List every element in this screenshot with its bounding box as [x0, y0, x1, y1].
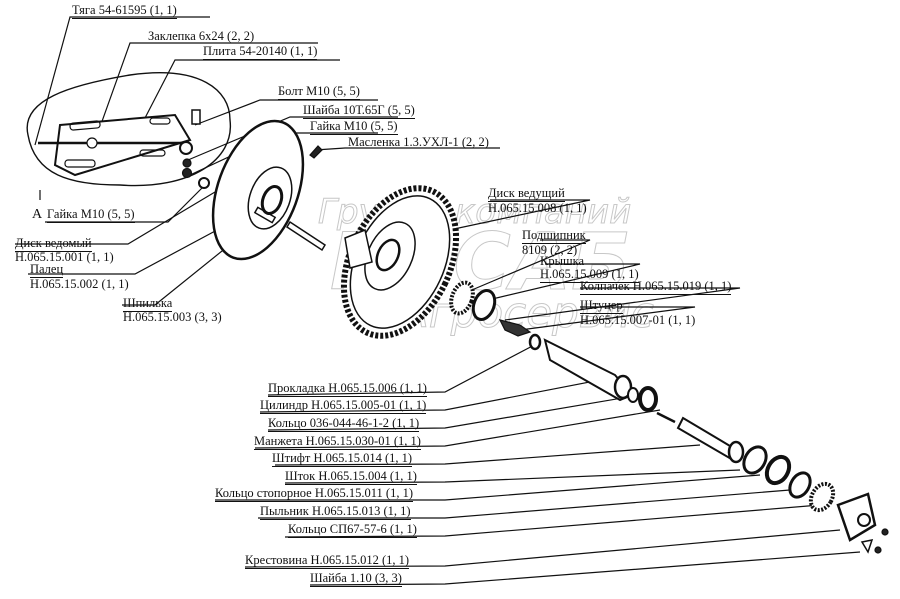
label-shtift: Штифт Н.065.15.014 (1, 1) — [272, 451, 413, 467]
label-palets-code: Н.065.15.002 (1, 1) — [30, 277, 129, 291]
label-koltso-1: Кольцо 036-044-46-1-2 (1, 1) — [268, 416, 420, 432]
bearing-icon — [449, 280, 475, 316]
cylinder-icon — [543, 338, 634, 402]
label-disk-vedomy-name: Диск ведомый — [15, 236, 92, 252]
label-tsilindr: Цилиндр Н.065.15.005-01 (1, 1) — [260, 398, 427, 414]
cover-icon — [471, 288, 497, 322]
label-prokladka: Прокладка Н.065.15.006 (1, 1) — [268, 381, 427, 397]
label-shtutser-code: Н.065.15.007-01 (1, 1) — [580, 313, 696, 327]
oiler-icon — [309, 145, 323, 159]
crosspiece-icon — [836, 492, 877, 542]
label-koltso-stopornoe: Кольцо стопорное Н.065.15.011 (1, 1) — [215, 486, 413, 502]
label-maslenka: Масленка 1.3.УХЛ-1 (2, 2) — [348, 135, 489, 149]
label-kryshka-name: Крышка — [540, 254, 585, 268]
label-shpilka-code: Н.065.15.003 (3, 3) — [123, 310, 222, 324]
label-koltso-sp: Кольцо СП67-57-6 (1, 1) — [288, 522, 417, 538]
label-podshipnik-code: 8109 (2, 2) — [522, 243, 578, 257]
label-shaiba-10t: Шайба 10Т.65Г (5, 5) — [303, 103, 415, 119]
linkage-assembly-outline — [26, 72, 231, 187]
circlip-icon — [742, 445, 768, 475]
label-shtok: Шток Н.065.15.004 (1, 1) — [285, 469, 417, 485]
label-podshipnik-name: Подшипник — [522, 228, 586, 244]
sp-ring-icon — [788, 471, 812, 499]
label-tyaga: Тяга 54-61595 (1, 1) — [72, 3, 177, 19]
seal-icon — [638, 386, 658, 412]
label-pylnik: Пыльник Н.065.15.013 (1, 1) — [260, 504, 411, 520]
label-krestovina: Крестовина Н.065.15.012 (1, 1) — [245, 553, 410, 569]
label-bolt: Болт М10 (5, 5) — [278, 84, 360, 100]
drive-sprocket-icon — [340, 185, 460, 339]
pin-icon — [656, 411, 676, 424]
label-disk-vedomy-code: Н.065.15.001 (1, 1) — [15, 250, 114, 264]
fitting-icon — [498, 319, 532, 337]
label-manzheta: Манжета Н.065.15.030-01 (1, 1) — [254, 434, 421, 450]
plate-icon — [53, 113, 192, 177]
leader-lines — [15, 16, 861, 586]
label-shtutser-name: Штуцер — [580, 298, 623, 314]
label-shaiba-110: Шайба 1.10 (3, 3) — [310, 571, 402, 587]
label-shpilka-name: Шпилька — [123, 296, 173, 312]
gasket-icon — [528, 333, 542, 351]
label-gaika-1: Гайка М10 (5, 5) — [310, 119, 398, 135]
label-palets-name: Палец — [30, 262, 64, 278]
label-zaklepka: Заклепка 6х24 (2, 2) — [148, 29, 255, 43]
view-marker: А — [32, 207, 43, 222]
driven-disc-icon — [211, 119, 305, 261]
bolt-icon — [191, 109, 201, 125]
stud-icon — [285, 220, 327, 252]
label-gaika-2: Гайка М10 (5, 5) — [47, 207, 135, 223]
dust-boot-icon — [764, 454, 792, 486]
ring-icon — [627, 387, 639, 403]
label-kolpachek: Колпачек Н.065.15.019 (1, 1) — [580, 279, 732, 295]
label-disk-vedushchy-code: Н.065.15.008 (1, 1) — [488, 201, 587, 215]
label-kryshka-code: Н.065.15.009 (1, 1) — [540, 267, 639, 283]
label-disk-vedushchy-name: Диск ведущий — [488, 186, 565, 202]
label-plita: Плита 54-20140 (1, 1) — [203, 44, 318, 60]
